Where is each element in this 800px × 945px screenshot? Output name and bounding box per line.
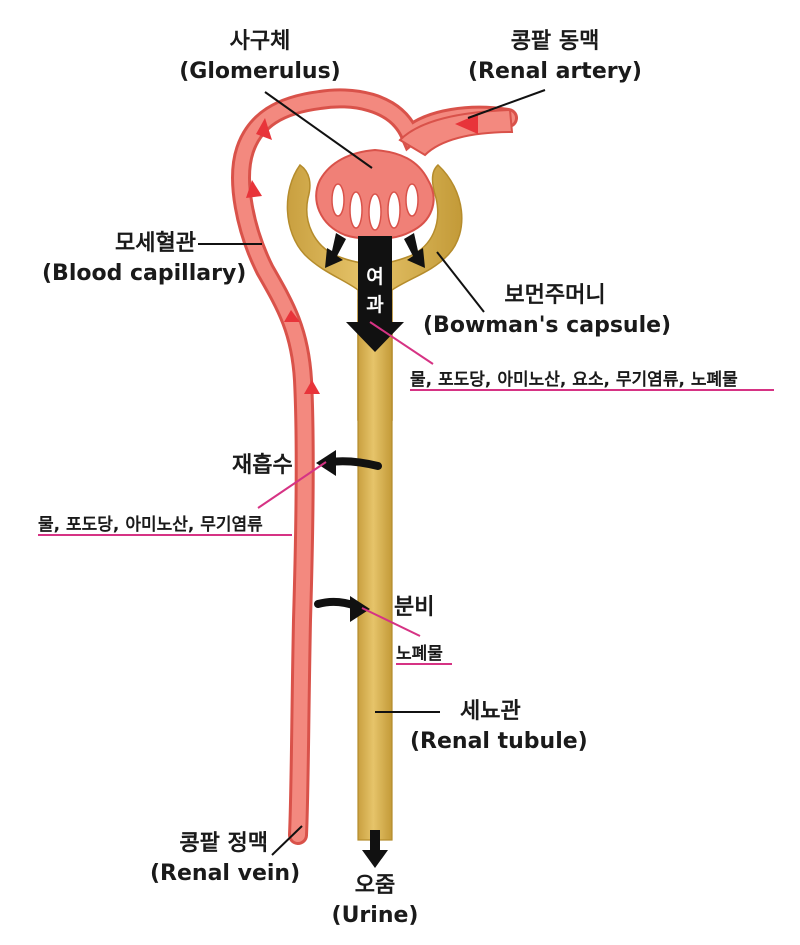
renal-vein-label-ko: 콩팥 정맥 xyxy=(179,831,268,856)
filtered-substances: 물, 포도당, 아미노산, 요소, 무기염류, 노폐물 xyxy=(410,370,738,390)
secreted-substances: 노폐물 xyxy=(396,644,443,664)
renal-artery-label-ko: 콩팥 동맥 xyxy=(510,29,600,54)
glomerulus-label-en: (Glomerulus) xyxy=(179,59,341,84)
renal-artery xyxy=(398,108,514,157)
filtration-char-1: 여 xyxy=(366,266,384,288)
tubule-label-en: (Renal tubule) xyxy=(410,729,588,754)
capillary-label-ko: 모세혈관 xyxy=(115,231,196,256)
secretion-label: 분비 xyxy=(394,595,435,620)
filtration-arrows xyxy=(325,233,425,352)
bowman-label-ko: 보먼주머니 xyxy=(504,283,606,308)
glomerulus-label-ko: 사구체 xyxy=(229,29,291,54)
reabsorption-arrow xyxy=(326,457,382,470)
bowman-label-en: (Bowman's capsule) xyxy=(423,313,672,338)
filtration-char-2: 과 xyxy=(366,294,384,316)
blood-capillary xyxy=(231,88,518,845)
urine-label-ko: 오줌 xyxy=(354,873,396,898)
pink-pointer-lines xyxy=(38,321,774,665)
urine-arrow xyxy=(362,830,388,868)
urine-label-en: (Urine) xyxy=(331,903,419,928)
glomerulus xyxy=(315,148,435,240)
renal-artery-label-en: (Renal artery) xyxy=(467,59,642,84)
renal-tubule xyxy=(357,299,393,841)
secretion-arrowhead xyxy=(350,596,370,622)
leader-lines xyxy=(198,89,546,856)
capillary-label-en: (Blood capillary) xyxy=(42,261,247,286)
reabsorption-label: 재흡수 xyxy=(232,453,293,478)
blood-flow-arrows xyxy=(246,114,478,394)
tubule-label-ko: 세뇨관 xyxy=(460,699,521,724)
renal-vein-label-en: (Renal vein) xyxy=(150,861,301,886)
reabsorbed-substances: 물, 포도당, 아미노산, 무기염류 xyxy=(38,515,263,535)
